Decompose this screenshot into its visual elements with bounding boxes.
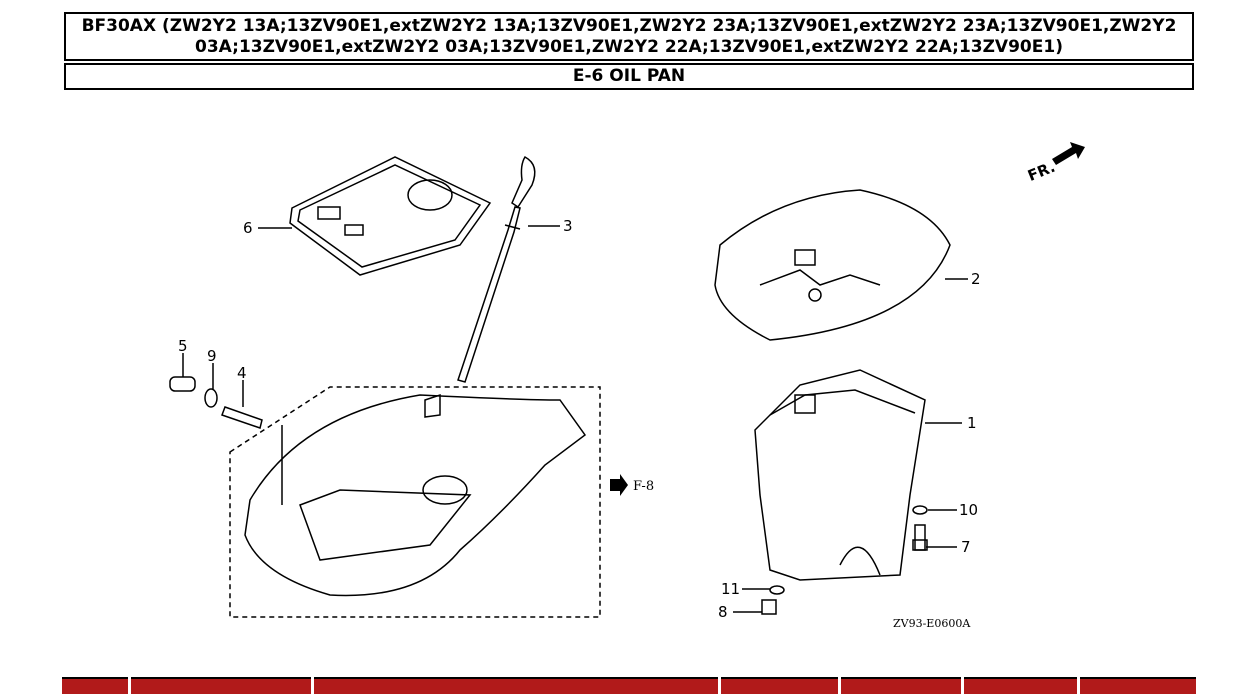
section-title-box: E-6 OIL PAN [64,63,1194,90]
callout-2[interactable]: 2 [971,270,981,288]
front-direction-indicator: FR. [1025,142,1085,185]
part-6-gasket[interactable] [289,156,492,276]
table-header-cell [721,677,838,694]
table-header-cell [62,677,128,694]
section-title: E-6 OIL PAN [572,66,686,86]
table-header-cell [841,677,961,694]
callout-4[interactable]: 4 [237,364,247,382]
front-label: FR. [1025,158,1058,185]
callout-7[interactable]: 7 [961,538,971,556]
parts-diagram: FR. F-8 6 3 2 5 9 4 1 10 7 11 8 ZV93-E06… [169,142,1085,630]
part-1-oil-pan[interactable] [754,369,926,581]
callout-5[interactable]: 5 [178,337,188,355]
part-3-dipstick[interactable] [457,156,536,383]
reference-link[interactable]: F-8 [610,474,654,496]
table-header-cell [131,677,311,694]
reference-label[interactable]: F-8 [633,479,654,494]
table-header-cell [314,677,718,694]
table-header-cell [964,677,1077,694]
part-8-bolt[interactable] [761,599,777,615]
part-5-collar[interactable] [169,376,196,392]
part-2-plate[interactable] [714,189,951,341]
callout-3[interactable]: 3 [563,217,573,235]
callout-11[interactable]: 11 [721,580,740,598]
callout-9[interactable]: 9 [207,347,217,365]
part-7-bolt[interactable] [912,524,928,551]
table-header-cell [1080,677,1196,694]
part-11-washer[interactable] [769,585,785,595]
drawing-code: ZV93-E0600A [893,617,971,630]
part-4-plug[interactable] [221,406,263,429]
oil-pan-case[interactable] [229,386,601,618]
callout-1[interactable]: 1 [967,414,977,432]
model-title: BF30AX (ZW2Y2 13A;13ZV90E1,extZW2Y2 13A;… [81,16,1177,57]
callout-10[interactable]: 10 [959,501,978,519]
parts-table-header [62,677,1196,694]
callout-8[interactable]: 8 [718,603,728,621]
part-9-washer[interactable] [204,388,218,408]
part-10-washer[interactable] [912,505,928,515]
page-title: BF30AX (ZW2Y2 13A;13ZV90E1,extZW2Y2 13A;… [64,12,1194,61]
callout-6[interactable]: 6 [243,219,253,237]
